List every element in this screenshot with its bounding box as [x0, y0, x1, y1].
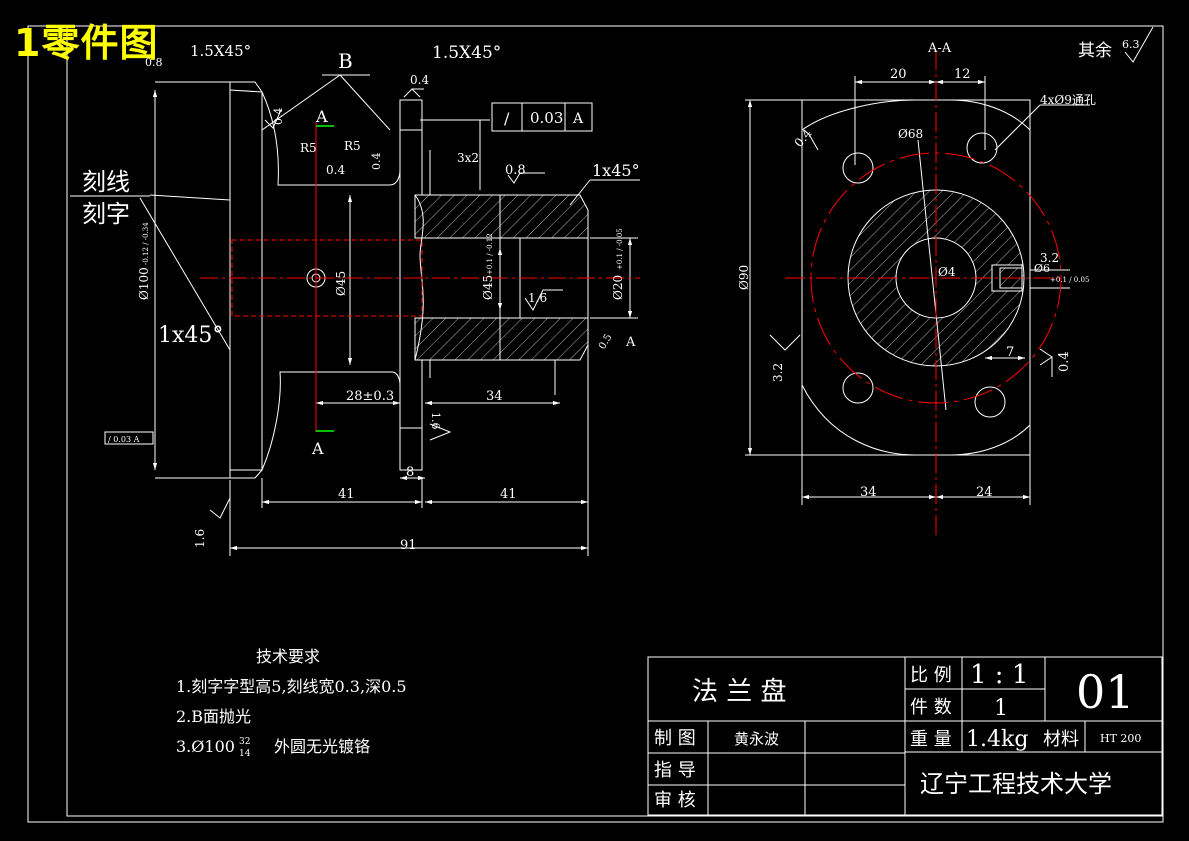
side-view-other-rough: 其余: [1078, 41, 1112, 61]
front-view-dia-45-small: Ø45: [334, 271, 348, 296]
inner-border: [66, 25, 1164, 817]
front-view-angle-05: 0.5: [597, 332, 614, 351]
front-view-dia-20-tol: +0.1 / -0.05: [616, 228, 624, 270]
front-view-dim-34: 34: [486, 389, 503, 404]
side-view-dia-6-tol: +0.1 / 0.05: [1050, 276, 1089, 284]
front-view-dim-41-left: 41: [338, 487, 355, 502]
title-block-material-value: HT 200: [1100, 732, 1141, 745]
side-view-dia-68: Ø68: [898, 127, 923, 141]
front-view-dia-45-tol: +0.1 / -0.12: [486, 233, 494, 275]
front-view-tol-datum: A: [572, 111, 584, 127]
title-block-weight-label: 重 量: [910, 729, 952, 750]
front-view-dia-100-tol: -0.12 / -0.34: [142, 222, 150, 265]
front-view-rough-16-b: 1.6: [429, 412, 442, 430]
front-view-chamfer-top-right: 1.5X45°: [432, 43, 501, 63]
front-view-label-B: B: [338, 49, 353, 73]
title-block-material-label: 材料: [1043, 729, 1079, 750]
notes-line3-frac-bottom: 14: [239, 749, 251, 759]
notes-line3-frac-top: 32: [239, 737, 250, 747]
front-view-chamfer-left: 1x45°: [158, 323, 223, 348]
side-center-lines: [785, 50, 1062, 535]
side-view-dia-6: Ø6: [1034, 262, 1050, 275]
side-view-dim-34: 34: [860, 485, 877, 500]
side-view-dim-7: 7: [1006, 345, 1014, 360]
notes-line1: 1.刻字字型高5,刻线宽0.3,深0.5: [176, 677, 407, 696]
front-view-tol-small: / 0.03 A: [108, 435, 140, 444]
side-view-dim-24: 24: [976, 485, 993, 500]
front-view-rough-08: 0.8: [505, 163, 526, 178]
front-view: [70, 74, 640, 556]
outer-border: [27, 25, 1164, 823]
side-view-rough-32: 3.2: [1040, 251, 1059, 265]
title-block-weight-value: 1.4kg: [966, 727, 1028, 752]
side-view-holes: 4xØ9通孔: [1040, 93, 1096, 107]
front-view-rough-04-c: 0.4: [326, 163, 345, 177]
title-block-scale-value: 1 : 1: [970, 660, 1028, 690]
side-view-dim-12: 12: [954, 67, 971, 82]
front-view-dim-91: 91: [400, 538, 417, 553]
front-view-dim-41-right: 41: [500, 487, 517, 502]
front-view-rough-top-left: 0.8: [145, 56, 163, 69]
title-block-drawn-name: 黄永波: [734, 730, 779, 748]
front-center-lines: [200, 122, 640, 432]
front-view-groove: 3x2: [457, 151, 479, 165]
front-view-fillet-r5-b: R5: [344, 139, 361, 153]
front-view-chamfer-top: 1.5X45°: [190, 42, 251, 60]
front-view-rough-04-d: 0.4: [370, 153, 383, 171]
title-block-school: 辽宁工程技术大学: [920, 770, 1112, 798]
side-view-rough-32-b: 3.2: [771, 363, 785, 382]
notes-line2: 2.B面抛光: [176, 707, 251, 726]
front-view-dia-45: Ø45: [481, 275, 495, 300]
overlay-title: 1零件图: [14, 21, 159, 65]
front-view-rough-04-b: 0.4: [272, 108, 285, 126]
front-view-chamfer-right: 1x45°: [592, 161, 640, 180]
notes-line3-a: 3.Ø100: [176, 737, 235, 756]
title-block-check-label: 审 核: [654, 790, 696, 811]
title-block-drawing-no: 01: [1076, 665, 1135, 719]
title-block: [647, 656, 1163, 816]
front-view-section-A-top: A: [315, 107, 328, 126]
section-arrows: [316, 125, 334, 432]
hub-section-bottom: [414, 317, 589, 361]
title-block-qty-value: 1: [994, 696, 1008, 721]
side-view-dia-90: Ø90: [737, 265, 751, 290]
side-view-title: A-A: [927, 41, 952, 56]
flange-outline: [229, 81, 263, 479]
notes-heading: 技术要求: [256, 647, 320, 666]
side-view-dia-4: Ø4: [938, 265, 956, 279]
front-view-dim-28: 28±0.3: [346, 389, 394, 404]
front-view-tol-symbol: /: [504, 109, 510, 128]
side-view-rough-04: 0.4: [792, 126, 815, 150]
title-block-qty-label: 件 数: [910, 697, 952, 718]
title-block-guide-label: 指 导: [654, 760, 696, 781]
front-view-engraved-line: 刻线: [82, 168, 130, 196]
front-view-dia-100: Ø100: [137, 267, 151, 300]
title-block-drawn-label: 制 图: [654, 728, 696, 749]
front-view-engraved-text: 刻字: [82, 200, 130, 228]
front-view-rough-16-c: 1.6: [193, 529, 207, 548]
notes-line3-b: 外圆无光镀铬: [274, 737, 370, 756]
front-view-rough-04-a: 0.4: [410, 73, 429, 87]
side-view-rough-04-b: 0.4: [1057, 351, 1072, 372]
front-view-datum-A: A: [625, 335, 636, 350]
hub-section-top: [414, 194, 589, 239]
side-view-dim-20: 20: [890, 67, 907, 82]
front-view-section-A-bottom: A: [311, 439, 324, 458]
title-block-part-name: 法 兰 盘: [692, 677, 787, 707]
side-view-other-rough-val: 6.3: [1122, 38, 1140, 51]
front-view-tol-value: 0.03: [530, 109, 563, 127]
front-view-dia-20: Ø20: [611, 275, 625, 300]
front-view-fillet-r5-a: R5: [300, 141, 317, 155]
front-view-dim-8: 8: [406, 465, 414, 480]
title-block-scale-label: 比 例: [910, 665, 952, 686]
front-view-rough-16: 1.6: [528, 291, 547, 305]
